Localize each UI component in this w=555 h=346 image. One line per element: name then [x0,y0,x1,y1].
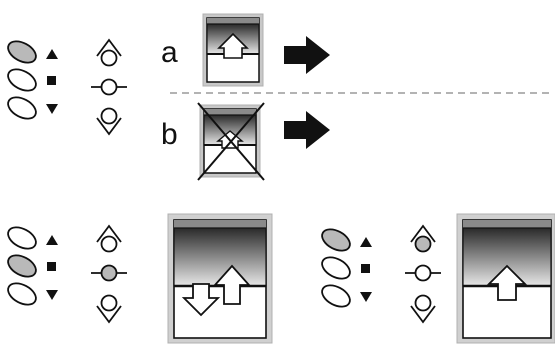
shade-bottom-right [456,213,555,344]
selector-stop-icon [405,264,441,282]
selector-up-icon [96,38,122,67]
selector-up-icon [410,224,436,253]
up-arrow-icon [217,32,249,59]
selector-down-icon [410,294,436,324]
remote-stop-button[interactable] [5,251,56,281]
up-arrow-icon [486,264,528,301]
selector-down-icon [96,294,122,324]
remote-top [5,37,58,123]
result-arrow-b [284,111,330,149]
remote-up-button[interactable] [5,223,58,253]
selector-top [91,38,127,136]
remote-stop-button[interactable] [319,253,370,283]
selector-bottom-right [405,224,441,324]
selector-up-icon [96,224,122,253]
up-arrow-icon [212,264,252,305]
stop-square-icon [361,264,370,273]
down-triangle-icon [46,104,58,114]
result-arrow-a [284,36,330,74]
remote-stop-button[interactable] [5,65,56,95]
remote-bottom-right [319,225,372,311]
option-a-label: a [161,36,178,69]
remote-down-button[interactable] [5,93,58,123]
stop-square-icon [47,262,56,271]
option-b-label: b [161,118,178,151]
cross-icon [197,102,265,181]
selector-down-icon [96,107,122,136]
remote-up-button[interactable] [319,225,372,255]
remote-down-button[interactable] [5,279,58,309]
down-triangle-icon [46,290,58,300]
selector-bottom-left [91,224,127,324]
up-triangle-icon [46,235,58,245]
selector-stop-icon [91,78,127,96]
down-arrow-icon [181,283,221,317]
remote-up-button[interactable] [5,37,58,67]
shade-bottom-left [167,213,273,344]
shade-option-b [197,102,265,181]
remote-down-button[interactable] [319,281,372,311]
shade-option-a [202,13,264,87]
up-triangle-icon [46,49,58,59]
up-triangle-icon [360,237,372,247]
down-triangle-icon [360,292,372,302]
selector-stop-icon [91,264,127,282]
remote-bottom-left [5,223,58,309]
stop-square-icon [47,76,56,85]
